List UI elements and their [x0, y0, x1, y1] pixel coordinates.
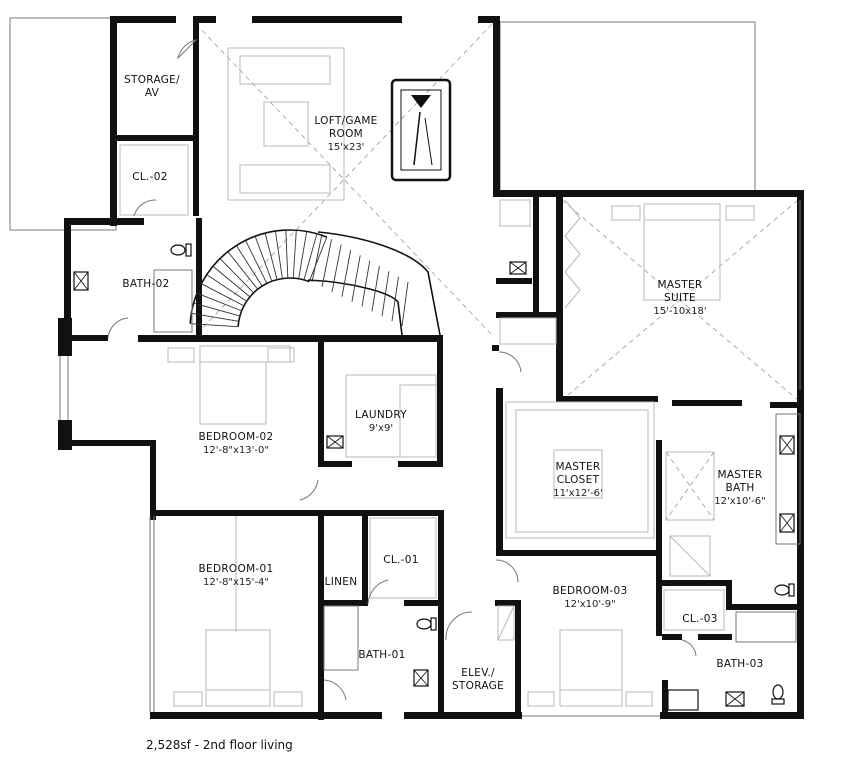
room-labels: STORAGE/ AV LOFT/GAME ROOM 15'x23' CL.-0… — [122, 74, 765, 692]
room-laundry: LAUNDRY — [355, 409, 407, 421]
room-master-suite-dim: 15'-10x18' — [653, 306, 706, 317]
sofa-icon — [227, 47, 345, 201]
exterior-outlines — [9, 17, 756, 231]
room-master-bath-dim: 12'x10'-6" — [714, 496, 765, 507]
room-master-bath-line2: BATH — [725, 482, 754, 494]
room-storage-av-line1: STORAGE/ — [124, 74, 180, 86]
room-loft-dim: 15'x23' — [328, 142, 365, 153]
room-elev-storage-line2: STORAGE — [452, 680, 504, 692]
plan-caption: 2,528sf - 2nd floor living — [146, 738, 293, 752]
room-bath-01: BATH-01 — [358, 649, 405, 661]
room-bath-02: BATH-02 — [122, 278, 169, 290]
room-master-suite-line2: SUITE — [664, 292, 696, 304]
closet-shelving — [119, 144, 725, 641]
room-bedroom-01-dim: 12'-8"x15'-4" — [203, 577, 269, 588]
room-cl-02: CL.-02 — [132, 171, 167, 183]
room-loft-line1: LOFT/GAME — [314, 115, 377, 127]
room-bedroom-02-dim: 12'-8"x13'-0" — [203, 445, 269, 456]
room-master-closet-dim: 11'x12'-6' — [553, 488, 603, 499]
pool-table-icon — [390, 78, 452, 182]
toilet-icon — [170, 243, 795, 705]
room-bath-03: BATH-03 — [716, 658, 763, 670]
window-icon — [59, 200, 801, 717]
room-master-bath-line1: MASTER — [717, 469, 762, 481]
room-cl-01: CL.-01 — [383, 554, 418, 566]
room-linen: LINEN — [325, 576, 358, 588]
room-elev-storage-line1: ELEV./ — [461, 667, 495, 679]
sink-icon — [73, 261, 795, 711]
room-master-suite-line1: MASTER — [657, 279, 702, 291]
stair-icon — [189, 229, 441, 336]
room-master-closet-line2: CLOSET — [557, 474, 600, 486]
room-loft-line2: ROOM — [329, 128, 363, 140]
bed-icon — [167, 203, 755, 707]
room-master-closet-line1: MASTER — [555, 461, 600, 473]
tub-icon — [153, 269, 801, 671]
door-swing-icon — [107, 39, 697, 701]
room-bedroom-03: BEDROOM-03 — [553, 585, 628, 597]
room-bedroom-02: BEDROOM-02 — [199, 431, 274, 443]
room-laundry-dim: 9'x9' — [369, 423, 393, 434]
room-bedroom-03-dim: 12'x10'-9" — [564, 599, 615, 610]
room-storage-av-line2: AV — [145, 87, 160, 99]
room-cl-03: CL.-03 — [682, 613, 717, 625]
room-bedroom-01: BEDROOM-01 — [199, 563, 274, 575]
